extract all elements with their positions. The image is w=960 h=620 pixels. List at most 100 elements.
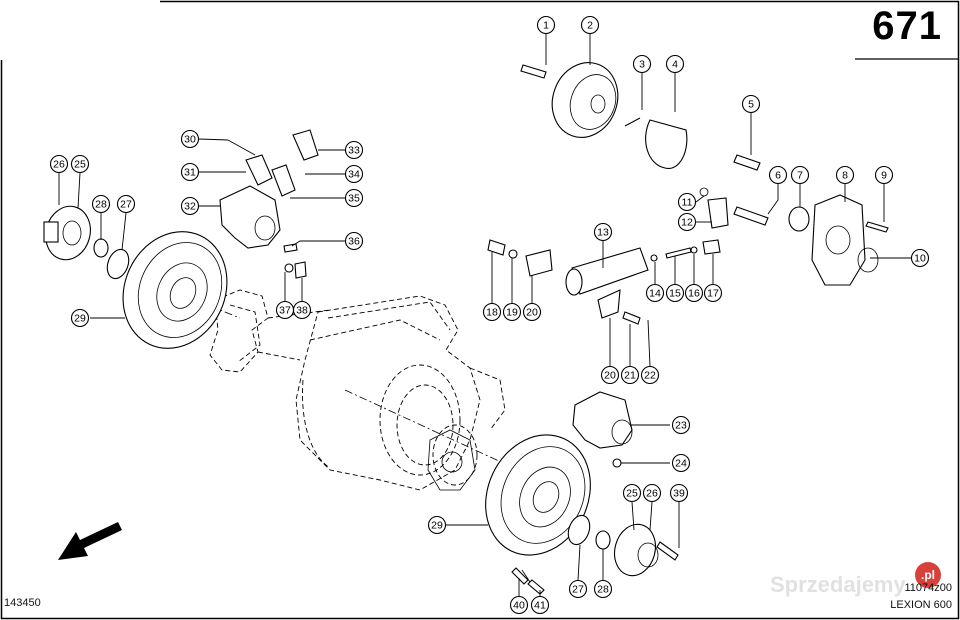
callout-circle xyxy=(482,302,502,322)
callout-circle xyxy=(910,248,930,268)
callout-label: 34 xyxy=(348,169,360,181)
part-callout: 38 xyxy=(292,300,312,320)
part-callout: 8 xyxy=(835,165,855,185)
callout-circle xyxy=(632,54,652,74)
watermark-badge: .pl xyxy=(915,562,941,588)
brake-drum-assembly xyxy=(520,62,688,169)
part-callout: 28 xyxy=(593,579,613,599)
callout-label: 27 xyxy=(120,199,132,211)
callout-label: 28 xyxy=(95,199,107,211)
brake-disc-left xyxy=(122,231,228,349)
part-callout: 29 xyxy=(70,308,90,328)
part-callout: 24 xyxy=(671,453,691,473)
callout-label: 30 xyxy=(184,134,196,146)
part-callout: 40 xyxy=(509,595,529,615)
part-callout: 13 xyxy=(593,222,613,242)
callout-label: 18 xyxy=(486,307,498,319)
part-callout: 29 xyxy=(427,515,447,535)
part-callout: 32 xyxy=(180,196,200,216)
callout-label: 20 xyxy=(526,307,538,319)
part-callout: 26 xyxy=(49,154,69,174)
actuator-pins xyxy=(699,154,889,286)
callout-label: 26 xyxy=(646,488,658,500)
callout-label: 1 xyxy=(543,20,549,32)
callout-label: 15 xyxy=(669,288,681,300)
callout-label: 32 xyxy=(184,201,196,213)
part-callout: 15 xyxy=(665,283,685,303)
callout-label: 2 xyxy=(587,20,593,32)
callout-label: 40 xyxy=(513,600,525,612)
document-code: 11074z00 xyxy=(904,582,952,594)
callout-label: 11 xyxy=(682,197,693,209)
callout-circle xyxy=(530,595,550,615)
callout-circle xyxy=(344,231,364,251)
callout-circle xyxy=(344,188,364,208)
callout-circle xyxy=(502,302,522,322)
callout-label: 23 xyxy=(675,420,687,432)
callout-label: 39 xyxy=(673,488,685,500)
part-callout: 34 xyxy=(344,164,364,184)
callout-circle xyxy=(684,283,704,303)
part-callout: 18 xyxy=(482,302,502,322)
part-callout: 11 xyxy=(677,192,697,212)
callout-circle xyxy=(180,196,200,216)
callout-label: 21 xyxy=(624,370,636,382)
part-callout: 30 xyxy=(180,129,200,149)
callout-circle xyxy=(344,140,364,160)
callout-label: 41 xyxy=(534,600,546,612)
arrow-down-left-icon xyxy=(58,522,122,560)
brake-caliper-right xyxy=(572,391,633,468)
callout-label: 13 xyxy=(597,227,609,239)
callout-circle xyxy=(180,162,200,182)
callout-circle xyxy=(677,192,697,212)
part-callout: 37 xyxy=(275,300,295,320)
part-callout: 7 xyxy=(790,165,810,185)
callout-circle xyxy=(671,415,691,435)
page-number: 671 xyxy=(872,4,942,48)
callout-circle xyxy=(622,483,642,503)
callout-circle xyxy=(671,453,691,473)
part-callout: 16 xyxy=(684,283,704,303)
callout-label: 9 xyxy=(881,170,887,182)
callout-circle xyxy=(180,129,200,149)
part-callout: 1 xyxy=(536,15,556,35)
callout-circle xyxy=(640,365,660,385)
part-callout: 26 xyxy=(642,483,662,503)
model-name: LEXION 600 xyxy=(890,599,952,611)
callout-circle xyxy=(874,165,894,185)
callout-label: 36 xyxy=(348,236,360,248)
callout-circle xyxy=(665,54,685,74)
callout-circle xyxy=(568,579,588,599)
callout-label: 5 xyxy=(748,99,754,111)
part-callout: 10 xyxy=(910,248,930,268)
brake-caliper-left xyxy=(219,129,319,279)
callout-label: 12 xyxy=(681,217,693,229)
callout-label: 27 xyxy=(572,584,584,596)
part-callout: 25 xyxy=(622,483,642,503)
part-callout: 6 xyxy=(768,165,788,185)
part-callout: 2 xyxy=(580,15,600,35)
part-callout: 20 xyxy=(522,302,542,322)
callout-label: 35 xyxy=(348,193,360,205)
part-callout: 36 xyxy=(344,231,364,251)
leader-lines xyxy=(58,32,911,596)
callout-circle xyxy=(645,283,665,303)
callout-circle xyxy=(427,515,447,535)
callout-label: 25 xyxy=(74,159,86,171)
callout-label: 22 xyxy=(644,370,656,382)
callout-circle xyxy=(600,365,620,385)
part-callout: 41 xyxy=(530,595,550,615)
part-callout: 21 xyxy=(620,365,640,385)
callout-circle xyxy=(790,165,810,185)
part-callout: 12 xyxy=(677,212,697,232)
callout-circle xyxy=(116,194,136,214)
part-callout: 28 xyxy=(91,194,111,214)
watermark-text: Sprzedajemy xyxy=(770,572,906,597)
part-callout: 17 xyxy=(703,283,723,303)
callout-label: 25 xyxy=(626,488,638,500)
callout-circle xyxy=(620,365,640,385)
callout-circle xyxy=(593,222,613,242)
callout-circle xyxy=(70,154,90,174)
